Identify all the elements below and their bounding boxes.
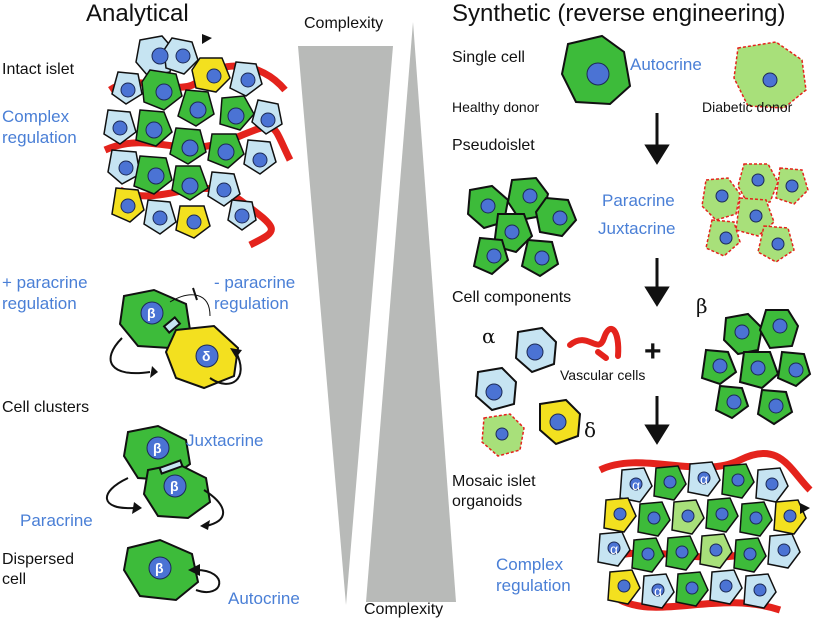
- paracrine-arrowhead-1: [150, 366, 158, 378]
- cell-components-label: Cell components: [452, 289, 572, 306]
- minus-paracrine-label: - paracrine regulation: [214, 273, 296, 313]
- nucleus-alpha-label: α: [700, 471, 709, 487]
- vascular-cells-shape: [567, 325, 622, 361]
- nucleus-alpha-label: α: [632, 477, 641, 493]
- left-paracrine-label: Paracrine: [20, 511, 93, 530]
- nucleus-beta-label: β: [155, 560, 164, 576]
- cluster-arrowhead-2: [200, 520, 210, 530]
- intact-islet-pointer: [202, 34, 212, 44]
- complexity-wedge-left: [298, 46, 393, 605]
- nucleus-beta-label: β: [153, 440, 162, 456]
- delta-nucleus: [195, 344, 219, 368]
- beta-nucleus: [163, 474, 187, 498]
- intact-islet-nuclei: [112, 47, 276, 230]
- beta-cluster-nuclei: [712, 318, 804, 414]
- left-complex-regulation: Complex regulation: [2, 107, 77, 147]
- healthy-donor-label: Healthy donor: [452, 99, 540, 115]
- dispersed-cell: [122, 538, 221, 602]
- vascular-cells-label: Vascular cells: [560, 367, 646, 383]
- mosaic-organoid-nuclei: [607, 471, 797, 597]
- left-juxtacrine-label: Juxtacrine: [186, 431, 264, 450]
- dispersed-cell-label: Dispersed cell: [2, 551, 75, 588]
- mosaic-label: Mosaic islet organoids: [452, 473, 536, 510]
- right-heading: Synthetic (reverse engineering): [452, 0, 786, 27]
- complexity-bottom-label: Complexity: [364, 601, 444, 618]
- beta-label: β: [696, 294, 708, 318]
- right-juxtacrine-label: Juxtacrine: [598, 219, 676, 238]
- left-heading: Analytical: [86, 0, 189, 27]
- nucleus-delta-label: δ: [202, 348, 211, 364]
- diabetic-donor-label: Diabetic donor: [702, 99, 793, 115]
- complexity-wedge-right: [366, 22, 456, 602]
- cell-clusters-label: Cell clusters: [2, 399, 90, 416]
- paracrine-pair: [109, 287, 242, 390]
- alpha-nucleus: [485, 383, 503, 401]
- autocrine-arrowhead: [188, 564, 200, 576]
- beta-nucleus: [148, 556, 172, 580]
- pseudoislet-label: Pseudoislet: [452, 137, 535, 154]
- nucleus-alpha-label: α: [610, 541, 619, 557]
- organoid-pointer: [800, 503, 810, 514]
- delta-nucleus: [549, 413, 567, 431]
- right-paracrine-label: Paracrine: [602, 191, 675, 210]
- single-cell-label: Single cell: [452, 49, 525, 66]
- right-autocrine-label: Autocrine: [630, 55, 702, 74]
- pseudoislet-healthy-nuclei: [480, 188, 568, 266]
- delta-label: δ: [584, 418, 597, 442]
- right-complex-regulation: Complex regulation: [496, 555, 571, 595]
- complexity-top-label: Complexity: [304, 15, 384, 32]
- nucleus: [586, 62, 610, 86]
- nucleus: [762, 72, 778, 88]
- nucleus-beta-label: β: [170, 478, 179, 494]
- intact-islet: [103, 35, 294, 249]
- alpha-nucleus: [526, 343, 544, 361]
- plus-paracrine-label: + paracrine regulation: [2, 273, 88, 313]
- flow-arrows: [644, 113, 670, 445]
- beta-nucleus: [146, 436, 170, 460]
- pseudoislet-diabetic-nuclei: [715, 173, 799, 251]
- alpha-label: α: [482, 324, 496, 348]
- left-autocrine-label: Autocrine: [228, 589, 300, 608]
- pseudoislet-healthy: [466, 176, 578, 278]
- plus-sign: +: [644, 335, 662, 368]
- nucleus-beta-label: β: [147, 305, 156, 321]
- beta-nucleus: [140, 301, 164, 325]
- nucleus: [495, 427, 509, 441]
- intact-islet-label: Intact islet: [2, 61, 75, 78]
- nucleus-alpha-label: α: [654, 583, 663, 599]
- cluster-arrowhead-1: [132, 502, 142, 514]
- paracrine-arrowhead-2: [230, 348, 242, 358]
